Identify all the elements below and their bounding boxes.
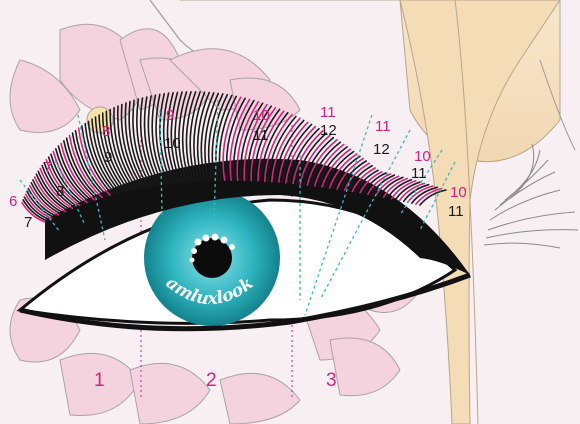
length-pink: 9 <box>166 107 174 124</box>
length-black: 11 <box>411 165 427 182</box>
length-black: 10 <box>164 135 181 152</box>
length-black: 9 <box>104 149 112 166</box>
length-pink: 10 <box>414 148 431 165</box>
iris: amluxlook <box>144 190 280 326</box>
zone-label: 1 <box>94 370 105 391</box>
length-black: 12 <box>373 141 390 158</box>
length-black: 11 <box>253 127 269 144</box>
zone-label: 3 <box>326 370 337 391</box>
length-black: 8 <box>56 183 64 200</box>
length-pink: 7 <box>44 159 52 176</box>
length-pink: 8 <box>102 123 110 140</box>
length-black: 7 <box>24 214 32 231</box>
length-pink: 10 <box>450 184 467 201</box>
length-pink: 6 <box>9 193 17 210</box>
zone-label: 2 <box>206 370 217 391</box>
length-black: 12 <box>320 122 337 139</box>
length-black: 11 <box>448 203 464 220</box>
length-pink: 10 <box>253 107 270 124</box>
length-pink: 11 <box>320 104 336 121</box>
length-pink: 11 <box>375 118 391 135</box>
